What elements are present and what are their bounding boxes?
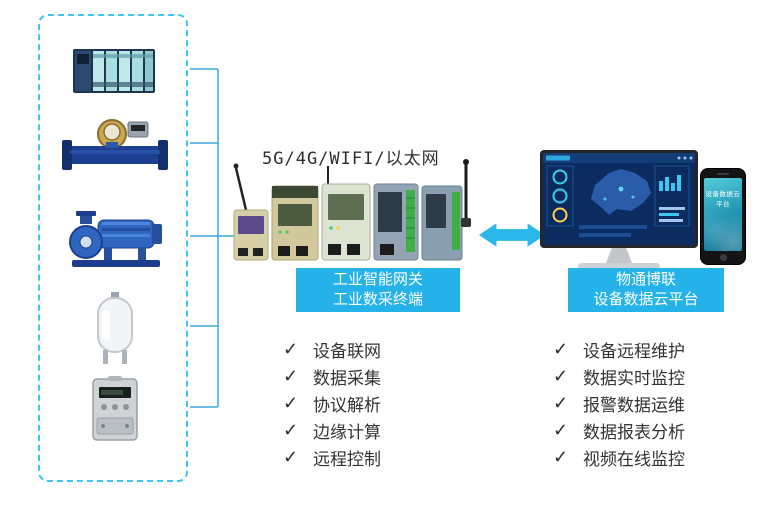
phone-screen: 设备数据云平台 [704, 178, 742, 251]
antenna-right-icon [461, 159, 471, 227]
feature-item: ✓ 视频在线监控 [553, 444, 685, 471]
check-icon: ✓ [553, 420, 569, 440]
feature-item: ✓ 边缘计算 [283, 417, 381, 444]
cloud-label-box: 物通博联 设备数据云平台 [568, 268, 724, 312]
gateway-cluster-image [233, 159, 471, 261]
check-icon: ✓ [553, 339, 569, 359]
feature-label: 数据实时监控 [583, 369, 685, 388]
check-icon: ✓ [553, 366, 569, 386]
antenna-left-icon [233, 163, 248, 211]
feature-label: 报警数据运维 [583, 396, 685, 415]
feature-item: ✓ 远程控制 [283, 444, 381, 471]
gateway-label-box: 工业智能网关 工业数采终端 [296, 268, 460, 312]
feature-label: 数据报表分析 [583, 423, 685, 442]
check-icon: ✓ [283, 420, 299, 440]
monitor-screen [540, 150, 698, 248]
feature-item: ✓ 设备联网 [283, 336, 381, 363]
feature-label: 边缘计算 [313, 423, 381, 442]
gateway-label-line2: 工业数采终端 [332, 292, 423, 308]
flow-meter-icon [62, 119, 168, 170]
plc-icon [73, 49, 155, 93]
monitor-image [540, 150, 698, 270]
feature-label: 远程控制 [313, 450, 381, 469]
check-icon: ✓ [553, 447, 569, 467]
phone-image: 设备数据云平台 [700, 168, 746, 265]
feature-label: 视频在线监控 [583, 450, 685, 469]
feature-item: ✓ 设备远程维护 [553, 336, 685, 363]
check-icon: ✓ [283, 447, 299, 467]
monitor-stand-base [578, 263, 660, 270]
dashboard-image [543, 153, 695, 245]
phone-app-title: 设备数据云平台 [705, 191, 741, 208]
feature-item: ✓ 数据报表分析 [553, 417, 685, 444]
device-panel [38, 14, 188, 482]
monitor-stand-neck [606, 248, 632, 263]
feature-item: ✓ 数据实时监控 [553, 363, 685, 390]
pump-icon [69, 211, 162, 267]
feature-label: 设备远程维护 [583, 342, 685, 361]
gateway-label-line1: 工业智能网关 [332, 272, 423, 288]
feature-item: ✓ 数据采集 [283, 363, 381, 390]
check-icon: ✓ [283, 366, 299, 386]
phone-home-button [719, 254, 727, 261]
energy-meter-icon [92, 376, 138, 441]
connectivity-label: 5G/4G/WIFI/以太网 [262, 149, 440, 169]
pressure-tank-icon [97, 292, 133, 364]
gateway-feature-list: ✓ 设备联网 ✓ 数据采集 ✓ 协议解析 ✓ 边缘计算 ✓ 远程控制 [283, 336, 381, 471]
feature-item: ✓ 报警数据运维 [553, 390, 685, 417]
cloud-label-line1: 物通博联 [615, 272, 676, 288]
cloud-label-line2: 设备数据云平台 [593, 292, 699, 308]
phone-speaker [717, 173, 729, 175]
feature-label: 数据采集 [313, 369, 381, 388]
feature-label: 协议解析 [313, 396, 381, 415]
feature-item: ✓ 协议解析 [283, 390, 381, 417]
sync-arrow-icon [478, 223, 546, 247]
check-icon: ✓ [283, 393, 299, 413]
feature-label: 设备联网 [313, 342, 381, 361]
cloud-feature-list: ✓ 设备远程维护 ✓ 数据实时监控 ✓ 报警数据运维 ✓ 数据报表分析 ✓ 视频… [553, 336, 685, 471]
check-icon: ✓ [553, 393, 569, 413]
check-icon: ✓ [283, 339, 299, 359]
